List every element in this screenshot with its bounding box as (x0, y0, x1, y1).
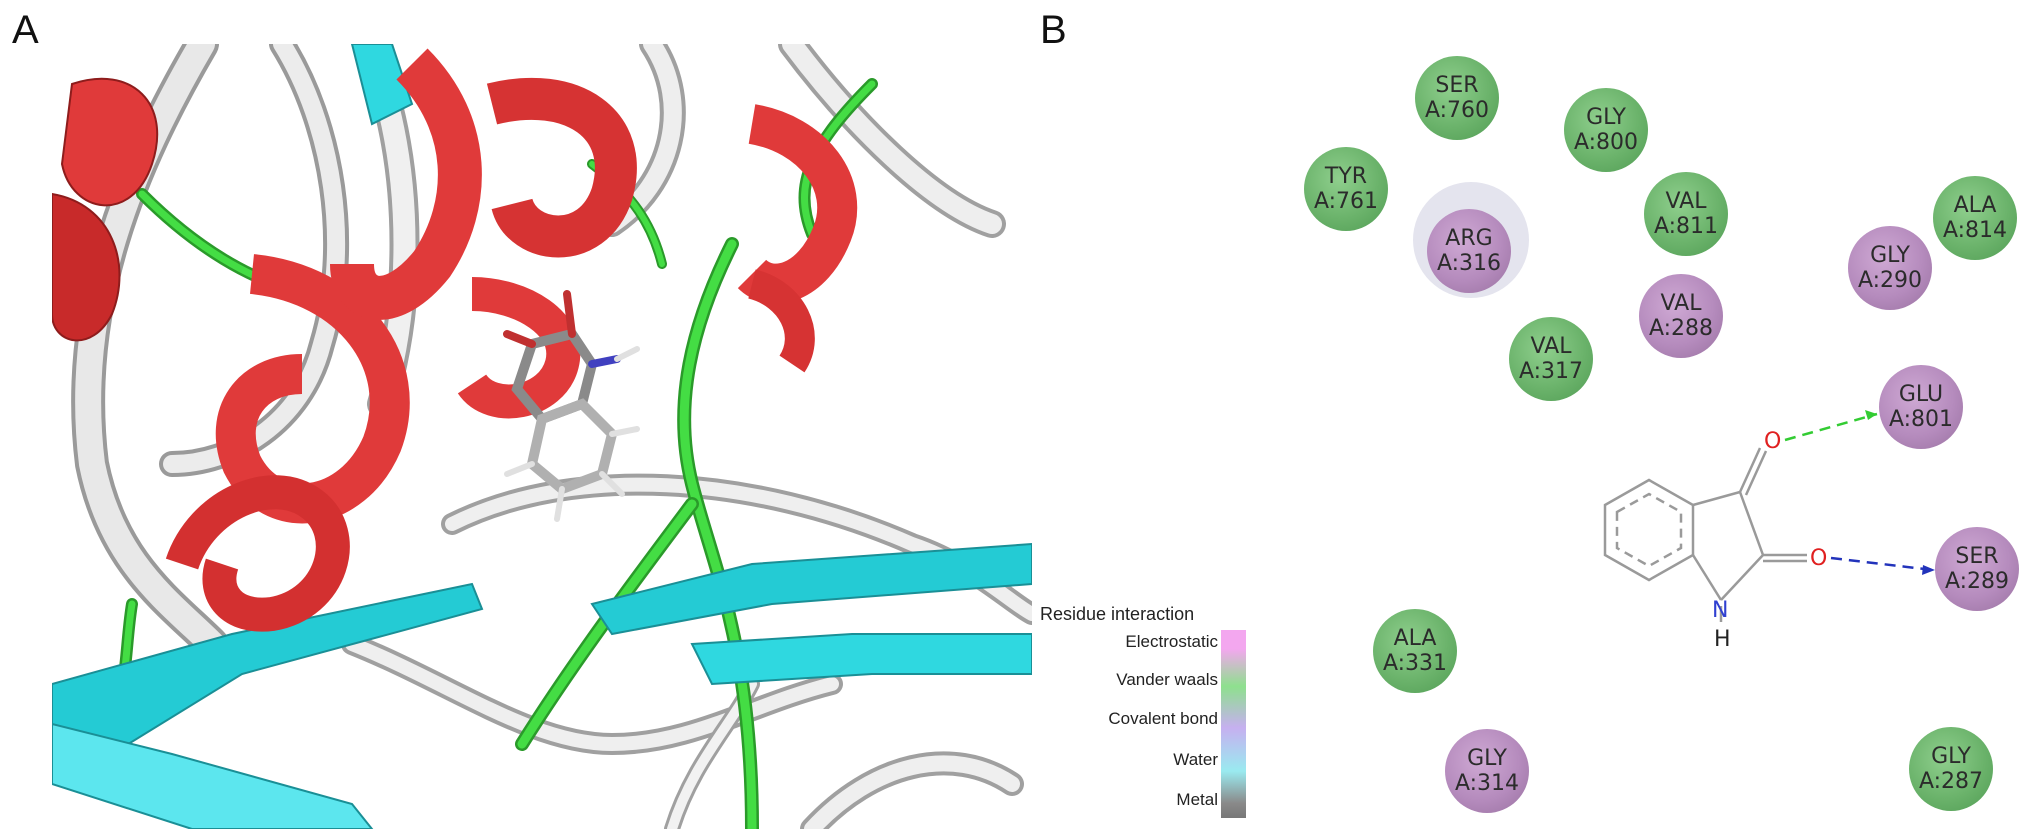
hbond-arrowhead (1922, 565, 1935, 575)
ligand-skeleton (1605, 448, 1807, 622)
hydrogen-atom: H (1714, 627, 1731, 652)
beta-strand (692, 634, 1032, 684)
alpha-helix (752, 284, 800, 364)
legend-entry-vander-waals: Vander waals (1116, 670, 1218, 690)
panel-a-label: A (12, 8, 39, 53)
beta-strand (52, 724, 372, 829)
panel-b-label: B (1040, 8, 1067, 53)
oxygen-atom-top: O (1764, 429, 1781, 454)
alpha-helix (182, 492, 333, 614)
hbond-carbon-line (1831, 558, 1933, 570)
legend-color-bar (1221, 630, 1246, 818)
legend-entry-water: Water (1173, 750, 1218, 770)
ribbon-structure (52, 44, 1032, 829)
legend-entry-metal: Metal (1176, 790, 1218, 810)
hbond-conventional-line (1785, 414, 1877, 440)
interaction-diagram: SER A:760 GLY A:800 TYR A:761 ARG A:316 … (1255, 0, 2031, 835)
nitrogen-atom: N (1712, 598, 1728, 623)
legend-entry-electrostatic: Electrostatic (1125, 632, 1218, 652)
ligand-diagram: O O N H (1255, 0, 2031, 835)
interaction-legend: Residue interaction Electrostatic Vander… (1030, 600, 1250, 830)
legend-entry-covalent-bond: Covalent bond (1108, 709, 1218, 729)
oxygen-atom-right: O (1810, 546, 1827, 571)
alpha-helix (492, 99, 616, 237)
protein-ribbon-view (52, 44, 1032, 829)
hbond-arrowhead (1865, 410, 1877, 420)
coil-strand (812, 763, 1012, 829)
legend-title: Residue interaction (1040, 604, 1194, 625)
alpha-helix (752, 124, 837, 284)
